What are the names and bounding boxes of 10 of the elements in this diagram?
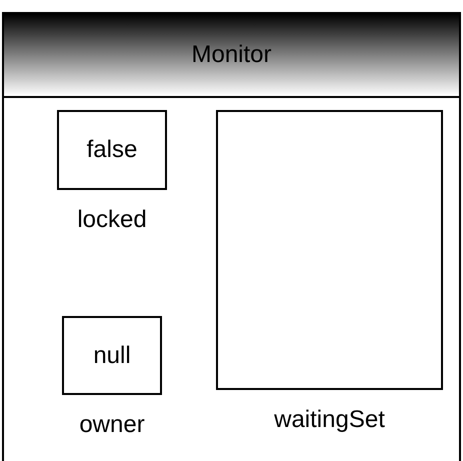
value-box [62, 316, 162, 395]
set-box [216, 110, 443, 390]
value-text: null [92, 342, 132, 370]
field-label: locked [76, 206, 148, 234]
field-label: owner [78, 411, 146, 439]
value-text: false [86, 136, 138, 164]
header-bar: Monitor [4, 14, 459, 98]
value-box [57, 110, 167, 190]
field-label: waitingSet [273, 406, 386, 434]
monitor-box [2, 12, 461, 461]
